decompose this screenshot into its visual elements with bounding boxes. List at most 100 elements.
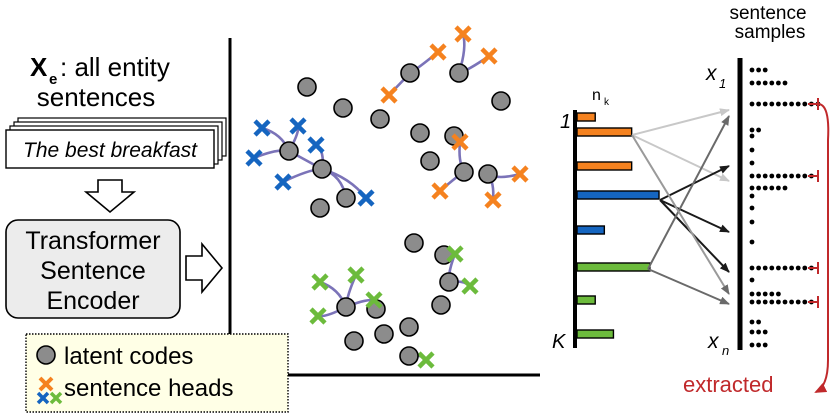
sample-dot [749, 101, 755, 107]
sentence-head-marker [511, 165, 529, 183]
samples-header-2: samples [735, 22, 806, 43]
sample-dot [756, 80, 761, 86]
latent-code-point [478, 164, 498, 184]
sample-dot [762, 299, 768, 305]
sentence-head-marker [36, 391, 50, 405]
xe-line2: sentences [37, 82, 156, 112]
xe-suffix: : all entity [60, 52, 170, 82]
samples-header-1: sentence [729, 3, 806, 24]
sample-dot [749, 239, 755, 245]
sentence-head-marker [49, 391, 63, 405]
latent-code-point [344, 331, 364, 351]
extracted-brackets [808, 98, 830, 393]
sample-dot [769, 185, 775, 191]
sentence-head-marker [253, 119, 271, 137]
sample-dot [749, 342, 755, 348]
sample-dot [782, 265, 788, 271]
hist-tick-top: 1 [560, 111, 571, 133]
encoder-line-3: Encoder [46, 287, 139, 315]
hist-bar [576, 127, 633, 137]
sample-dot [776, 173, 781, 179]
sample-dot [756, 299, 761, 305]
sentence-card-stack [5, 117, 227, 169]
sentence-head-marker [417, 351, 435, 369]
sample-dot [756, 291, 761, 297]
sample-dot [769, 80, 775, 86]
sentence-head-marker [454, 25, 472, 43]
latent-code-point [431, 295, 451, 315]
hist-bar [576, 329, 615, 339]
latent-code-point [336, 188, 356, 208]
hist-tick-bottom: K [552, 331, 567, 353]
sample-dot [762, 265, 768, 271]
sample-dot [795, 299, 801, 305]
sample-dot [789, 265, 794, 271]
sample-dot [782, 185, 788, 191]
sample-dot [762, 173, 768, 179]
sentence-head-marker [357, 189, 375, 207]
sample-dot [762, 101, 768, 107]
legend-box [25, 333, 289, 413]
legend-latent-label: latent codes [64, 343, 193, 370]
hist-bar [576, 112, 596, 122]
sample-dot [762, 80, 768, 86]
xn-label: x [707, 330, 720, 353]
sample-dot [749, 291, 755, 297]
sampling-arrows [631, 108, 730, 305]
latent-code-point [491, 91, 511, 111]
sample-dot [769, 265, 775, 271]
latent-code-point [410, 123, 430, 143]
hist-k-sub: k [604, 97, 610, 108]
sample-dot [749, 133, 755, 139]
sentence-head-marker [380, 86, 398, 104]
sample-dot [769, 101, 775, 107]
encoder-box [5, 219, 181, 319]
sample-dot [749, 185, 755, 191]
sample-dot [802, 101, 808, 107]
sample-dot [749, 205, 755, 211]
xe-subscript: e [49, 71, 57, 88]
sample-dot [789, 299, 794, 305]
x1-label: x [705, 62, 718, 85]
hist-bar [576, 225, 606, 235]
latent-code-point [400, 63, 420, 83]
legend-heads-icon [36, 376, 63, 405]
sample-dot [749, 160, 755, 166]
latent-code-point [312, 159, 332, 179]
sentence-head-marker [307, 136, 325, 154]
sample-dot [769, 299, 775, 305]
sample-dot [749, 147, 755, 153]
xn-sub: n [722, 343, 729, 358]
x1-sub: 1 [719, 76, 726, 91]
sentence-head-marker [484, 191, 502, 209]
sample-dot [776, 185, 781, 191]
latent-code-point [336, 297, 356, 317]
sample-dot [769, 291, 775, 297]
sample-dot [776, 80, 781, 86]
latent-code-point [399, 317, 419, 337]
sample-dot [776, 291, 781, 297]
latent-code-point [399, 346, 419, 366]
sample-dot [756, 185, 761, 191]
sample-dot [795, 173, 801, 179]
sentence-head-marker [347, 266, 365, 284]
sample-dot [749, 173, 755, 179]
sample-dot [749, 67, 755, 73]
sentence-head-marker [38, 376, 54, 392]
down-arrow-icon [83, 179, 137, 214]
sample-dot [802, 299, 808, 305]
sample-dot [749, 265, 755, 271]
sample-dot [769, 173, 775, 179]
hist-n-label: n [592, 87, 601, 104]
extracted-label: extracted [683, 372, 774, 397]
sample-dot [782, 173, 788, 179]
sentence-head-marker [309, 307, 327, 325]
sentence-head-marker [446, 245, 464, 263]
sample-dot [749, 299, 755, 305]
hist-bar [576, 295, 596, 305]
sentence-head-marker [289, 117, 307, 135]
hist-bars [576, 112, 660, 339]
latent-code-point [370, 109, 390, 129]
sample-dots [749, 67, 821, 348]
encoder-line-2: Sentence [40, 257, 146, 285]
